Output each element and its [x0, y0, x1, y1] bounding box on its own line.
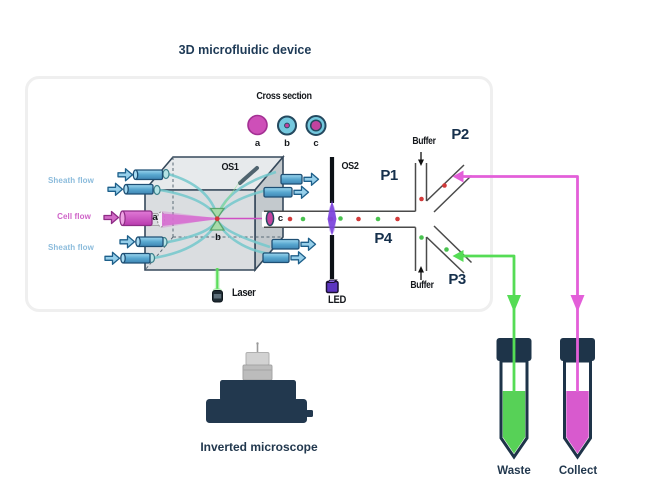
- buffer-arrows: [418, 152, 424, 280]
- cell-stream-cone: [162, 213, 217, 226]
- scatter-beam: [214, 177, 243, 215]
- outlet-c-opening: [265, 210, 275, 227]
- cross-section-circle-c-core: [309, 119, 323, 132]
- os1-label: OS1: [221, 161, 239, 173]
- cube-label-b: b: [215, 231, 221, 243]
- led-label: LED: [328, 294, 346, 306]
- waste-tubing-line: [462, 254, 516, 392]
- cell-inlet: [103, 210, 153, 227]
- collect-tubing-down-arrow: [570, 295, 585, 312]
- sorted-cells: [419, 183, 449, 252]
- p3-label: P3: [448, 271, 466, 288]
- buffer-top-label: Buffer: [412, 136, 436, 147]
- cell-flow-label: Cell flow: [57, 211, 91, 221]
- led-icon: [325, 279, 339, 294]
- cross-section-label-b: b: [284, 138, 290, 149]
- waste-tubing-down-arrow: [507, 295, 521, 312]
- collect-tubing-line: [462, 175, 579, 392]
- main-channel: [262, 210, 416, 229]
- waste-tubing: [452, 250, 521, 392]
- led-flare: [327, 200, 337, 236]
- sheath-flow-bottom-label: Sheath flow: [48, 242, 94, 252]
- cells-in-channel: [287, 216, 400, 222]
- inverted-microscope-icon: [206, 342, 313, 423]
- waste-label: Waste: [497, 465, 531, 477]
- flow-inlets: [103, 168, 320, 265]
- waste-tubing-inlet-arrow: [452, 250, 464, 262]
- buffer-bottom-label: Buffer: [410, 280, 434, 291]
- sheath-cylinders: [120, 169, 303, 264]
- laser-label: Laser: [232, 287, 256, 299]
- os2-label: OS2: [341, 160, 359, 172]
- cube-label-c: c: [277, 212, 284, 224]
- cross-section-label-a: a: [254, 138, 261, 149]
- collect-tubing: [452, 170, 585, 392]
- cross-section-circles: [247, 114, 327, 136]
- collect-label: Collect: [558, 465, 598, 477]
- cross-section-circle-b-core: [284, 122, 290, 129]
- p2-label: P2: [451, 126, 469, 143]
- sorting-junction: [414, 163, 473, 274]
- p4-label: P4: [374, 230, 392, 247]
- cell-flow-arrow: [103, 210, 120, 225]
- figure-title: 3D microfluidic device: [178, 43, 312, 57]
- inverted-microscope-label: Inverted microscope: [200, 440, 318, 454]
- waste-liquid: [502, 391, 526, 454]
- cell-cylinder-cap: [119, 210, 126, 226]
- cross-section-label-c: c: [313, 138, 319, 149]
- collect-liquid: [566, 391, 589, 454]
- laser-icon: [212, 288, 223, 303]
- focus-bowtie: [209, 207, 226, 231]
- focus-cell-dot: [214, 216, 220, 222]
- cross-section-title: Cross section: [256, 90, 312, 102]
- os1-bar: [238, 166, 259, 185]
- os2-detector: [325, 157, 339, 294]
- p1-label: P1: [380, 167, 398, 184]
- cross-section-circle-a: [247, 114, 268, 136]
- collect-tubing-inlet-arrow: [452, 170, 464, 183]
- sheath-flow-top-label: Sheath flow: [48, 175, 94, 185]
- microfluidic-cube: [143, 154, 285, 303]
- cube-label-a: a: [152, 212, 158, 223]
